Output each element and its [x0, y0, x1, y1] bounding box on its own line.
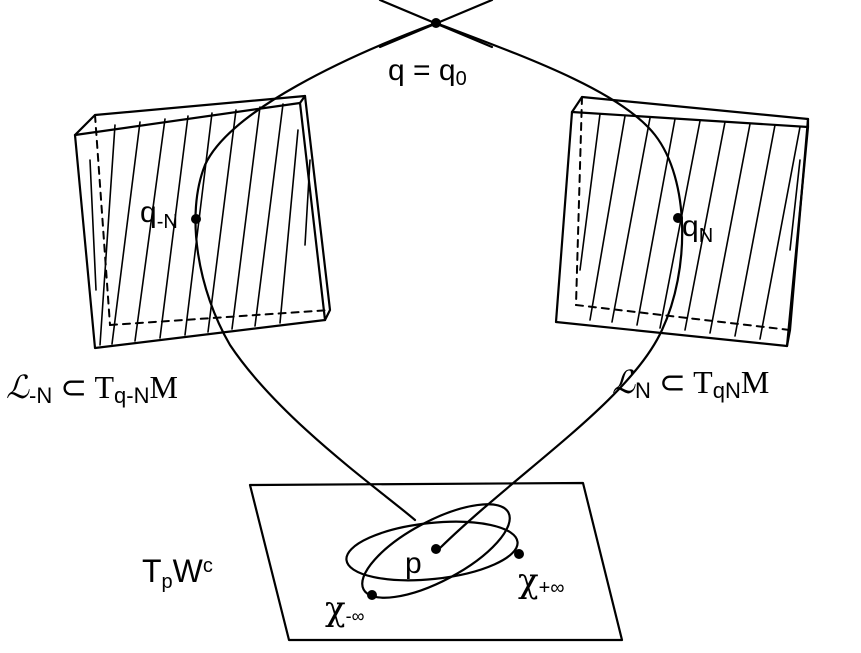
left-box-side-edge	[303, 94, 332, 322]
left-box	[73, 94, 332, 350]
label-q0: q = q0	[388, 54, 467, 90]
point-chi-minus	[367, 590, 377, 600]
point-chi-plus	[514, 549, 524, 559]
curve-left-branch	[194, 21, 438, 522]
point-q0	[431, 18, 441, 28]
label-q-minus-N: q-N	[140, 196, 178, 233]
left-box-top-edge	[73, 94, 307, 137]
left-box-hidden-edges	[94, 114, 331, 326]
right-box-top-edge	[570, 95, 810, 129]
homoclinic-curve	[194, 21, 684, 550]
point-qN	[673, 213, 683, 223]
label-L-N: ℒN ⊂ TqNM	[612, 364, 769, 403]
label-TpWc: TpWc	[142, 553, 213, 593]
ellipse-tilted	[361, 503, 511, 599]
left-box-front-face	[73, 101, 327, 350]
point-q-minus-N	[191, 214, 201, 224]
points	[191, 18, 683, 600]
left-box-hatch	[89, 103, 311, 346]
label-chi-plus: χ+∞	[518, 561, 565, 601]
label-qN: qN	[682, 210, 713, 247]
label-L-minus-N: ℒ-N ⊂ Tq-NM	[6, 369, 178, 408]
label-p: p	[405, 547, 422, 580]
ellipses	[345, 503, 519, 599]
right-box	[554, 95, 810, 348]
point-p	[431, 544, 441, 554]
curve-right-branch	[434, 21, 684, 550]
tangent-plane	[248, 481, 624, 642]
right-box-hidden-edges	[575, 96, 791, 331]
label-chi-minus: χ-∞	[325, 589, 365, 629]
ellipse-horizontal	[345, 520, 519, 582]
right-box-hatch	[579, 113, 801, 340]
